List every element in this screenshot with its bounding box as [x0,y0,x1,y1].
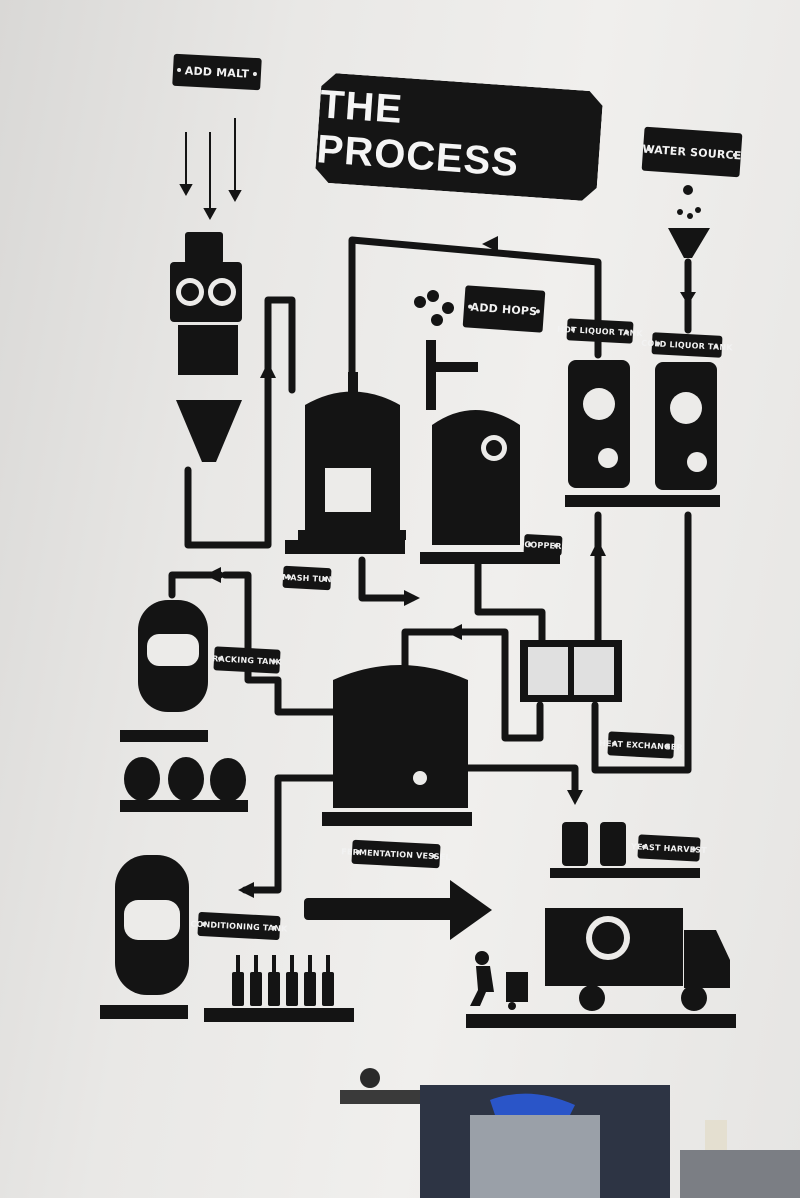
pipe-ferm-yeast [464,764,579,799]
hops-icon [414,290,454,326]
grinder-icon [170,232,242,462]
label-cold-liquor-tank: COLD LIQUOR TANK [641,332,733,358]
delivery-truck-icon [466,908,736,1028]
mash-tun-icon [285,372,406,554]
label-water-source: WATER SOURCE [641,126,743,178]
label-conditioning-tank: CONDITIONING TANK [190,911,288,941]
label-copper: COPPER [523,534,563,556]
filter-press-icon [340,1068,800,1198]
label-mash-tun: MASH TUN [282,565,332,591]
arrow-head [205,567,221,583]
malt-arrows [179,118,242,221]
label-add-hops: ADD HOPS [462,285,546,333]
arrow-head [590,540,606,556]
pipe-copper-hx [474,556,546,644]
barrels-icon [120,757,248,812]
racking-tank-icon [120,600,208,742]
yeast-jars-icon [550,822,700,878]
arrow-head [238,882,254,898]
pipe-ferm-cond [241,774,344,894]
bottles-icon [204,955,354,1022]
arrow-head [260,362,276,378]
label-yeast-harvest: YEAST HARVEST [631,834,707,862]
arrow-head [446,624,462,640]
pipe-clt-loop [591,511,692,774]
conditioning-tank-icon [100,855,189,1019]
pipe-racking [221,571,339,716]
pipe-mash-copper [358,556,416,602]
arrow-head [482,236,498,252]
copper-icon [420,340,560,564]
big-arrow-icon [304,880,492,940]
water-funnel-icon [668,185,710,258]
fermentation-vessel-icon [322,665,472,826]
label-add-malt: ADD MALT [172,53,262,91]
heat-exchanger-icon [520,640,622,702]
label-hot-liquor-tank: HOT LIQUOR TANK [557,318,643,344]
pipe-mash-top [348,236,602,384]
pipe-racking-top [168,571,224,599]
pipe-hx-ferm [401,628,544,742]
page-title: THE PROCESS [315,72,604,201]
liquor-tanks-icon [565,360,720,507]
arrow-head [404,590,420,606]
arrow-head [567,790,583,805]
label-racking-tank: RACKING TANK [212,646,282,674]
pipe-grinder-mash [184,296,296,549]
label-heat-exchanger: HEAT EXCHANGER [599,731,683,759]
label-fermentation-vessel: FERMENTATION VESSEL [341,839,451,869]
arrow-head [680,292,696,305]
